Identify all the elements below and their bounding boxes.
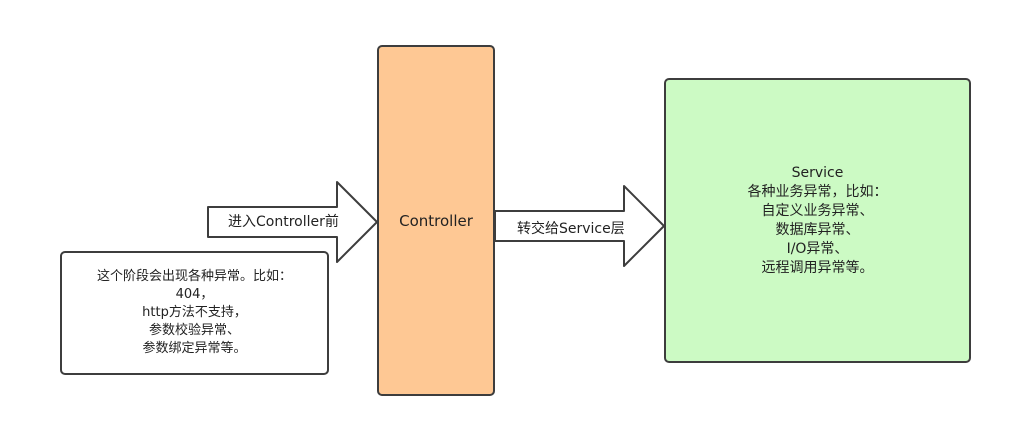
note-line: 参数绑定异常等。 — [142, 341, 247, 356]
forward-arrow-label: 转交给Service层 — [517, 221, 625, 237]
note-line: 404， — [175, 287, 214, 302]
note-box: 这个阶段会出现各种异常。比如： 404， http方法不支持， 参数校验异常、 … — [60, 251, 329, 375]
enter-arrow-label: 进入Controller前 — [228, 214, 339, 230]
forward-arrow — [494, 185, 665, 267]
controller-box: Controller — [377, 45, 495, 396]
service-box: Service 各种业务异常，比如： 自定义业务异常、 数据库异常、 I/O异常… — [664, 78, 971, 363]
service-line: Service — [791, 164, 844, 181]
enter-arrow — [207, 181, 378, 263]
service-line: 远程调用异常等。 — [761, 259, 874, 276]
service-line: 数据库异常、 — [775, 221, 860, 238]
service-line: 自定义业务异常、 — [761, 202, 874, 219]
note-line: http方法不支持， — [142, 305, 247, 320]
controller-title: Controller — [399, 211, 473, 230]
service-line: I/O异常、 — [786, 240, 849, 257]
note-line: 参数校验异常、 — [148, 323, 240, 338]
service-line: 各种业务异常，比如： — [747, 183, 888, 200]
note-line: 这个阶段会出现各种异常。比如： — [96, 269, 292, 284]
